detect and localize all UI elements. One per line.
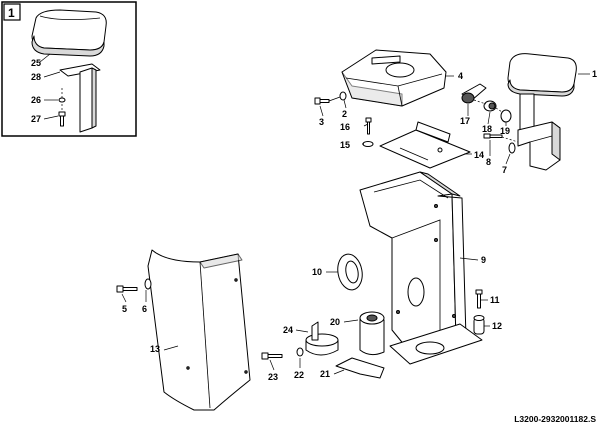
inset-bracket [59, 63, 101, 133]
callout-27: 27 [31, 114, 41, 124]
callout-15: 15 [340, 140, 350, 150]
callout-12: 12 [492, 321, 502, 331]
base-screw [475, 289, 483, 309]
callout-4: 4 [458, 71, 463, 81]
armrest-bracket [517, 121, 561, 171]
base-spacer [473, 315, 485, 335]
mount-bolt-washer [296, 347, 304, 357]
callout-24: 24 [283, 325, 293, 335]
front-panel [147, 249, 251, 411]
armrest-post [519, 93, 535, 131]
inset-washer [58, 97, 66, 103]
callout-28: 28 [31, 72, 41, 82]
callout-11: 11 [490, 295, 500, 305]
lever-washer [483, 100, 497, 112]
callout-2: 2 [342, 109, 347, 119]
callout-1: 1 [592, 69, 597, 79]
mount-washer [362, 141, 374, 147]
bracket-washer [508, 142, 516, 154]
inset-armrest-cushion [31, 9, 107, 57]
bushing [359, 311, 385, 356]
callout-8: 8 [486, 157, 491, 167]
armrest-cushion [507, 53, 577, 97]
housing-base-plate [389, 323, 483, 365]
callout-17: 17 [460, 116, 470, 126]
cover-washer [339, 91, 347, 101]
callout-labels: 25 28 26 27 4 1 2 3 16 15 14 17 18 19 8 … [31, 58, 597, 382]
adjustment-lever [461, 83, 487, 104]
top-cover [341, 49, 447, 107]
mount-bolt [261, 352, 283, 360]
inset-bolt [58, 111, 66, 127]
callout-9: 9 [481, 255, 486, 265]
callout-19: 19 [500, 126, 510, 136]
callout-23: 23 [268, 372, 278, 382]
rubber-mount [305, 321, 339, 356]
callout-26: 26 [31, 95, 41, 105]
callout-22: 22 [294, 370, 304, 380]
panel-washer [144, 278, 152, 290]
callout-18: 18 [482, 124, 492, 134]
callout-3: 3 [319, 117, 324, 127]
callout-13: 13 [150, 344, 160, 354]
console-housing [359, 171, 467, 353]
bracket-bolt [483, 133, 503, 139]
lock-plate [335, 357, 385, 379]
reference-code: L3200-2932001182.S [514, 414, 596, 424]
callout-6: 6 [142, 304, 147, 314]
cover-bolt [314, 97, 330, 105]
mounting-plate [379, 121, 471, 169]
callout-7: 7 [502, 165, 507, 175]
callout-25: 25 [31, 58, 41, 68]
leader-lines [121, 73, 590, 375]
callout-10: 10 [312, 267, 322, 277]
callout-20: 20 [330, 317, 340, 327]
rubber-grommet [337, 253, 363, 291]
callout-16: 16 [340, 122, 350, 132]
lever-spacer [500, 109, 512, 123]
mount-screw [365, 117, 372, 135]
callout-21: 21 [320, 369, 330, 379]
panel-bolt [116, 285, 138, 293]
inset-box: 1 [1, 1, 137, 137]
callout-14: 14 [474, 150, 484, 160]
inset-number: 1 [8, 6, 15, 20]
callout-5: 5 [122, 304, 127, 314]
